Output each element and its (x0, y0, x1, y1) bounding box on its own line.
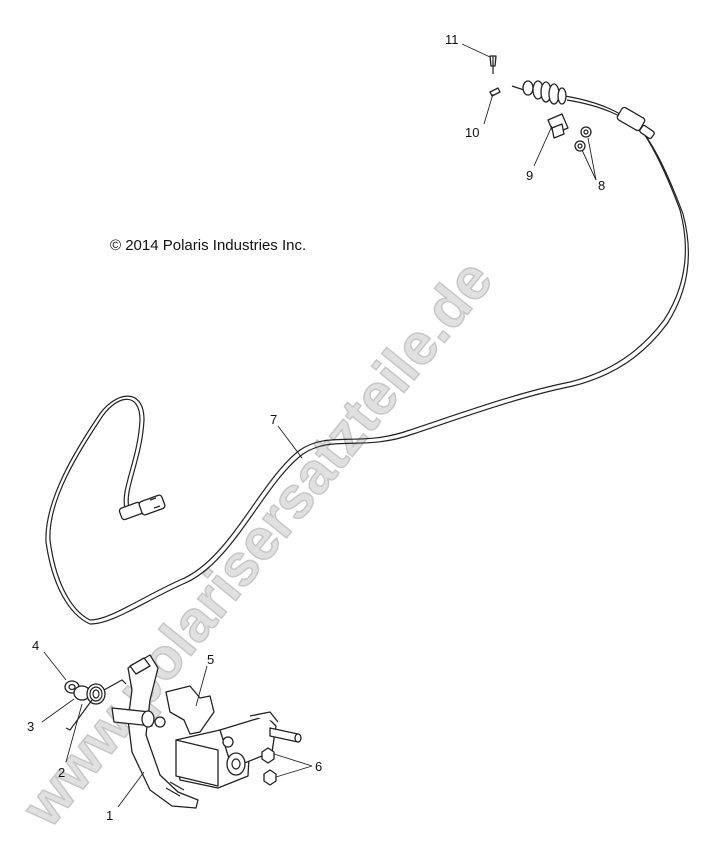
pedal-assembly (64, 654, 302, 809)
callout-8: 8 (598, 178, 605, 193)
cable-adjuster-spring (511, 80, 567, 105)
bracket-part-9 (547, 113, 569, 139)
callout-7: 7 (270, 412, 277, 427)
cable-ferrule (616, 106, 646, 132)
clip-part-10 (489, 87, 501, 97)
callouts: 1 2 3 4 5 6 7 8 9 10 11 (27, 32, 605, 823)
callout-9: 9 (526, 168, 533, 183)
callout-6: 6 (315, 759, 322, 774)
callout-2: 2 (58, 765, 65, 780)
spring-part-2 (65, 679, 127, 731)
callout-5: 5 (207, 652, 214, 667)
callout-4: 4 (32, 638, 39, 653)
callout-3: 3 (27, 719, 34, 734)
nuts-part-8 (574, 126, 592, 152)
nuts-part-6 (261, 747, 277, 786)
callout-10: 10 (465, 125, 479, 140)
bracket-part-5 (165, 685, 279, 789)
callout-1: 1 (106, 808, 113, 823)
pedal-arm-part-1 (111, 654, 199, 809)
callout-11: 11 (445, 32, 459, 47)
screw-part-11 (489, 55, 497, 74)
cable-assembly (45, 95, 689, 625)
copyright-text: © 2014 Polaris Industries Inc. (110, 237, 306, 254)
leader-lines (41, 43, 597, 808)
